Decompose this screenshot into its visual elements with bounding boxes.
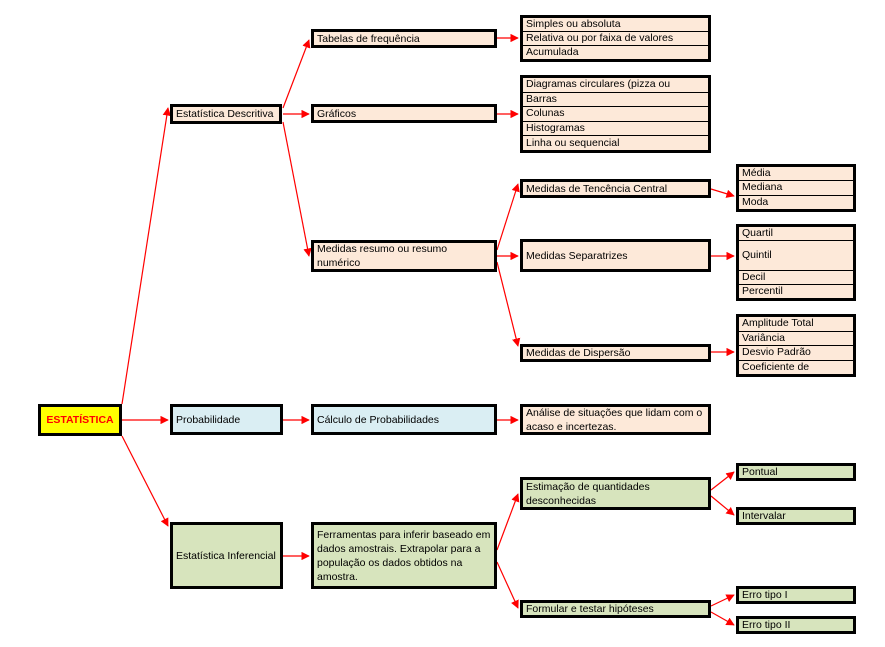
node-label: Estatística Inferencial [176,549,276,562]
connector-arrow [710,611,735,626]
list-item: Desvio Padrão [739,346,853,361]
node-medidas-dispersao: Medidas de Dispersão [520,344,711,362]
list-item: Média [739,167,853,182]
node-medidas-tendencia-central: Medidas de Tencência Central [520,179,711,198]
connector-arrow [710,188,735,198]
node-tabelas-frequencia: Tabelas de frequência [311,29,497,48]
list-separatrizes: Quartil Quintil Decil Percentil [736,224,856,301]
node-label: Intervalar [742,510,786,522]
list-item: Decil [739,271,853,285]
list-item: Amplitude Total [739,317,853,332]
node-medidas-resumo: Medidas resumo ou resumo numérico [311,240,497,272]
node-label: Pontual [742,466,778,478]
list-tendencia-central: Média Mediana Moda [736,164,856,212]
node-estatistica-descritiva: Estatística Descritiva [170,104,282,124]
node-intervalar: Intervalar [736,507,856,525]
connector-arrow [710,471,735,491]
root-label: ESTATÍSTICA [46,414,114,426]
list-tabelas-frequencia: Simples ou absoluta Relativa ou por faix… [520,15,711,62]
list-item: Linha ou sequencial [526,136,620,149]
root-node: ESTATÍSTICA [38,404,122,436]
list-item: Histogramas [523,122,708,137]
node-label: Gráficos [317,107,357,120]
node-pontual: Pontual [736,463,856,481]
list-item: Quartil [739,227,853,242]
node-medidas-separatrizes: Medidas Separatrizes [520,239,711,272]
list-item: Diagramas circulares (pizza ou [523,78,708,93]
node-label: Medidas resumo ou resumo numérico [317,243,448,269]
list-item: Mediana [739,181,853,196]
connector-arrow [496,493,520,551]
list-item: Colunas [523,107,708,122]
list-item: Simples ou absoluta [523,18,708,32]
node-label: Erro tipo II [742,619,791,631]
list-item: Moda [742,195,769,208]
node-formular-testar-hipoteses: Formular e testar hipóteses [520,600,711,618]
node-probabilidade: Probabilidade [170,404,283,435]
list-item: Relativa ou por faixa de valores [523,32,708,46]
node-label: Ferramentas para inferir baseado em dado… [317,528,491,583]
node-label: Medidas de Tencência Central [526,182,668,195]
connector-arrow [282,121,312,257]
connector-arrow [496,261,521,347]
node-estimacao: Estimação de quantidades desconhecidas [520,477,711,510]
node-label: Cálculo de Probabilidades [317,413,439,426]
connector-arrow [496,183,520,251]
list-item: Variância [739,332,853,346]
node-erro-tipo-i: Erro tipo I [736,586,856,604]
list-item: Barras [523,93,708,108]
connector-arrow [121,107,171,405]
node-label: Análise de situações que lidam com o aca… [526,406,703,433]
list-item: Quintil [739,241,853,271]
node-label: Medidas de Dispersão [526,347,631,359]
node-graficos: Gráficos [311,104,497,123]
node-label: Tabelas de frequência [317,32,420,45]
connector-arrow [496,561,519,609]
node-estatistica-inferencial: Estatística Inferencial [170,522,283,589]
list-item: Coeficiente de [742,360,810,373]
node-analise-situacoes: Análise de situações que lidam com o aca… [520,404,711,435]
node-label: Erro tipo I [742,589,788,601]
node-calculo-probabilidades: Cálculo de Probabilidades [311,404,497,435]
node-label: Estatística Descritiva [176,108,274,120]
node-ferramentas-inferir: Ferramentas para inferir baseado em dado… [311,522,497,589]
node-label: Estimação de quantidades desconhecidas [526,480,650,507]
list-dispersao: Amplitude Total Variância Desvio Padrão … [736,314,856,377]
node-label: Probabilidade [176,413,241,426]
connector-arrow [710,495,735,516]
list-item: Acumulada [526,46,579,58]
node-label: Medidas Separatrizes [526,249,628,262]
node-erro-tipo-ii: Erro tipo II [736,616,856,634]
list-graficos: Diagramas circulares (pizza ou Barras Co… [520,75,711,153]
node-label: Formular e testar hipóteses [526,603,654,615]
connector-arrow [121,435,169,527]
connector-arrow [282,39,311,109]
connector-arrow [710,594,735,607]
list-item: Percentil [742,284,783,297]
